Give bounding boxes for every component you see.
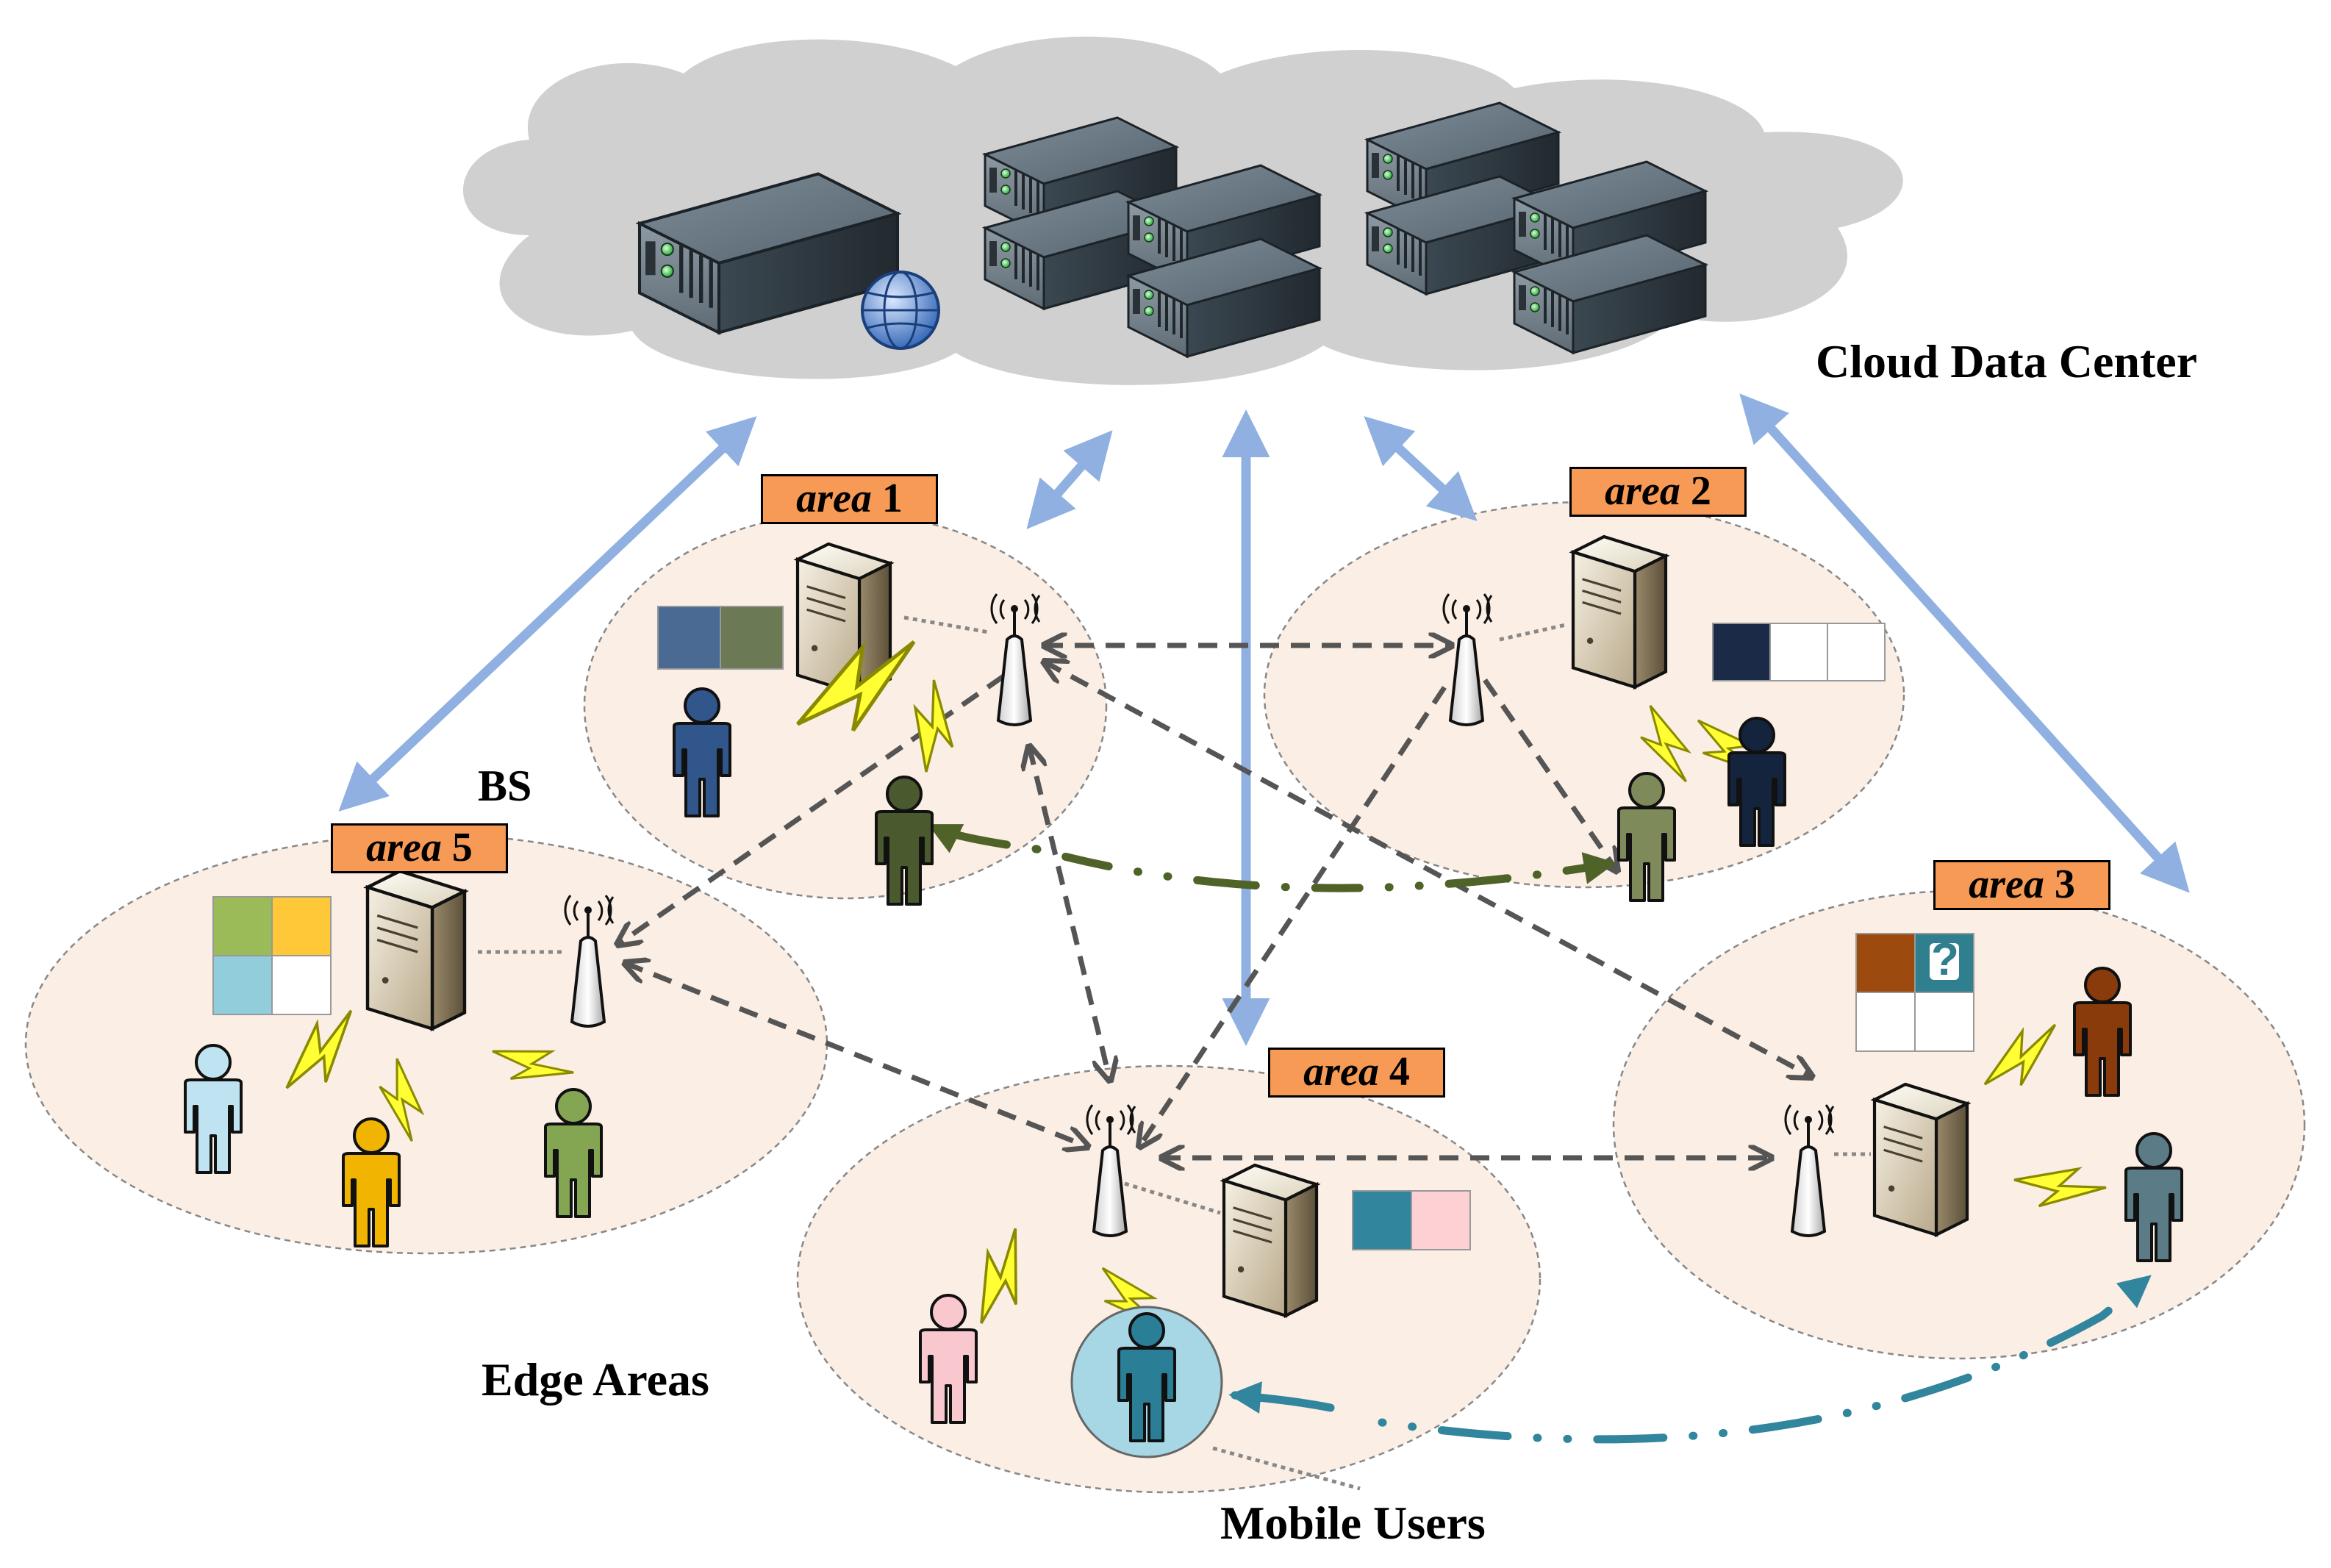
person-icon: [2124, 1132, 2183, 1262]
person-icon: [673, 687, 731, 817]
olive-mobility-path: [928, 823, 1616, 892]
person-icon: [875, 776, 934, 906]
cache-area-2: [1712, 623, 1886, 681]
person-icon: [1117, 1312, 1176, 1442]
mobile-users-label: Mobile Users: [1220, 1497, 1486, 1549]
person-icon: [1727, 717, 1786, 847]
person-icon: [544, 1088, 603, 1218]
person-icon: [342, 1117, 401, 1247]
person-icon: [184, 1044, 243, 1174]
edge-server-icon: [1573, 537, 1666, 687]
person-icon: [919, 1294, 978, 1424]
teal-mobility-path: [1228, 1275, 2152, 1444]
area-4-tag: area 4: [1268, 1048, 1445, 1098]
edge-areas-label: Edge Areas: [481, 1353, 709, 1406]
cache-area-5: [212, 896, 332, 1015]
bs-server-links: [478, 615, 1871, 1491]
cache-area-1: [657, 606, 784, 670]
cache-area-4: [1352, 1190, 1471, 1250]
cloud-links: [338, 393, 2190, 1046]
area-2-tag: area 2: [1569, 467, 1747, 517]
users-group: [184, 687, 2183, 1442]
unknown-cache-mark: ?: [1931, 934, 1959, 985]
area-1-tag: area 1: [761, 474, 938, 524]
area-3-tag: area 3: [1933, 860, 2110, 910]
globe-icon: [861, 271, 940, 350]
person-icon: [1617, 772, 1676, 902]
cloud-data-center-label: Cloud Data Center: [1816, 335, 2198, 387]
edge-server-icon: [1875, 1084, 1967, 1235]
person-icon: [2073, 967, 2132, 1097]
bs-label: BS: [478, 762, 532, 810]
edge-server-icon: [1224, 1165, 1317, 1316]
area-5-tag: area 5: [331, 823, 508, 873]
bs-links: [617, 645, 1812, 1158]
edge-server-icon: [368, 871, 465, 1029]
cache-area-3: [1855, 933, 1974, 1052]
